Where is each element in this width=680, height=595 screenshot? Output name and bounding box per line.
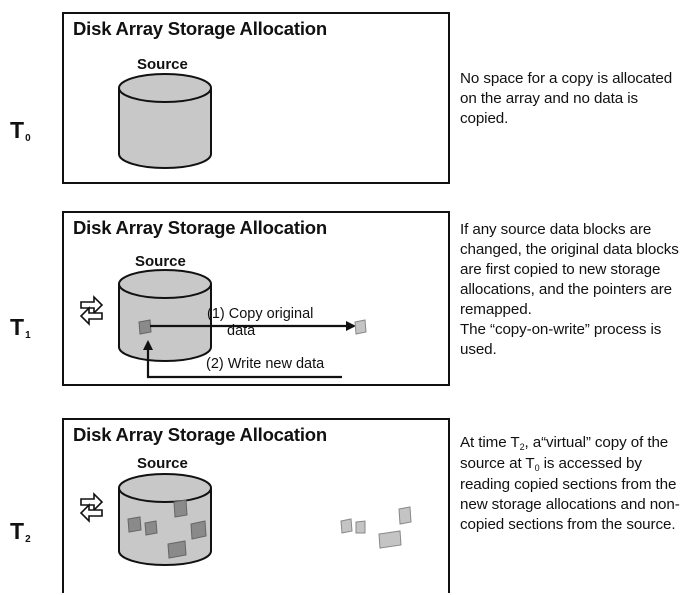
time-label-t0: T0 xyxy=(10,117,31,144)
time-label-t2: T2 xyxy=(10,518,31,545)
write-arrow xyxy=(143,340,342,379)
description-t0: No space for a copy is allocated on the … xyxy=(460,70,673,127)
copied-blocks xyxy=(340,506,412,549)
source-label: Source xyxy=(137,56,188,73)
description-t1: If any source data blocks are changed, t… xyxy=(460,221,679,358)
disk-top xyxy=(118,473,212,503)
panel-t2: Disk Array Storage Allocation Source xyxy=(62,418,450,593)
description-t2: At time T2, a“virtual” copy of the sourc… xyxy=(460,434,680,533)
source-disk xyxy=(118,73,212,169)
panel-title: Disk Array Storage Allocation xyxy=(73,217,327,238)
disk-top xyxy=(118,73,212,103)
panel-t0: Disk Array Storage Allocation Source xyxy=(62,12,450,184)
copy-annotation: (1) Copy original data xyxy=(207,306,314,339)
panel-t1: Disk Array Storage Allocation Source (1)… xyxy=(62,211,450,386)
disk-body xyxy=(118,88,212,169)
source-block xyxy=(138,319,152,335)
double-arrow-icon xyxy=(79,492,104,523)
panel-title: Disk Array Storage Allocation xyxy=(73,18,327,39)
disk-top xyxy=(118,269,212,299)
source-label: Source xyxy=(135,253,186,270)
double-arrow-icon xyxy=(79,295,104,326)
disk-body xyxy=(118,488,212,566)
virtual-copy-diagram xyxy=(79,473,412,566)
copied-block xyxy=(354,319,367,335)
copy-on-write-diagram xyxy=(79,269,367,379)
write-annotation: (2) Write new data xyxy=(206,356,325,372)
source-label: Source xyxy=(137,455,188,472)
time-label-t1: T1 xyxy=(10,314,31,341)
disk-body xyxy=(118,284,212,362)
panel-title: Disk Array Storage Allocation xyxy=(73,424,327,445)
source-blocks xyxy=(127,499,207,559)
